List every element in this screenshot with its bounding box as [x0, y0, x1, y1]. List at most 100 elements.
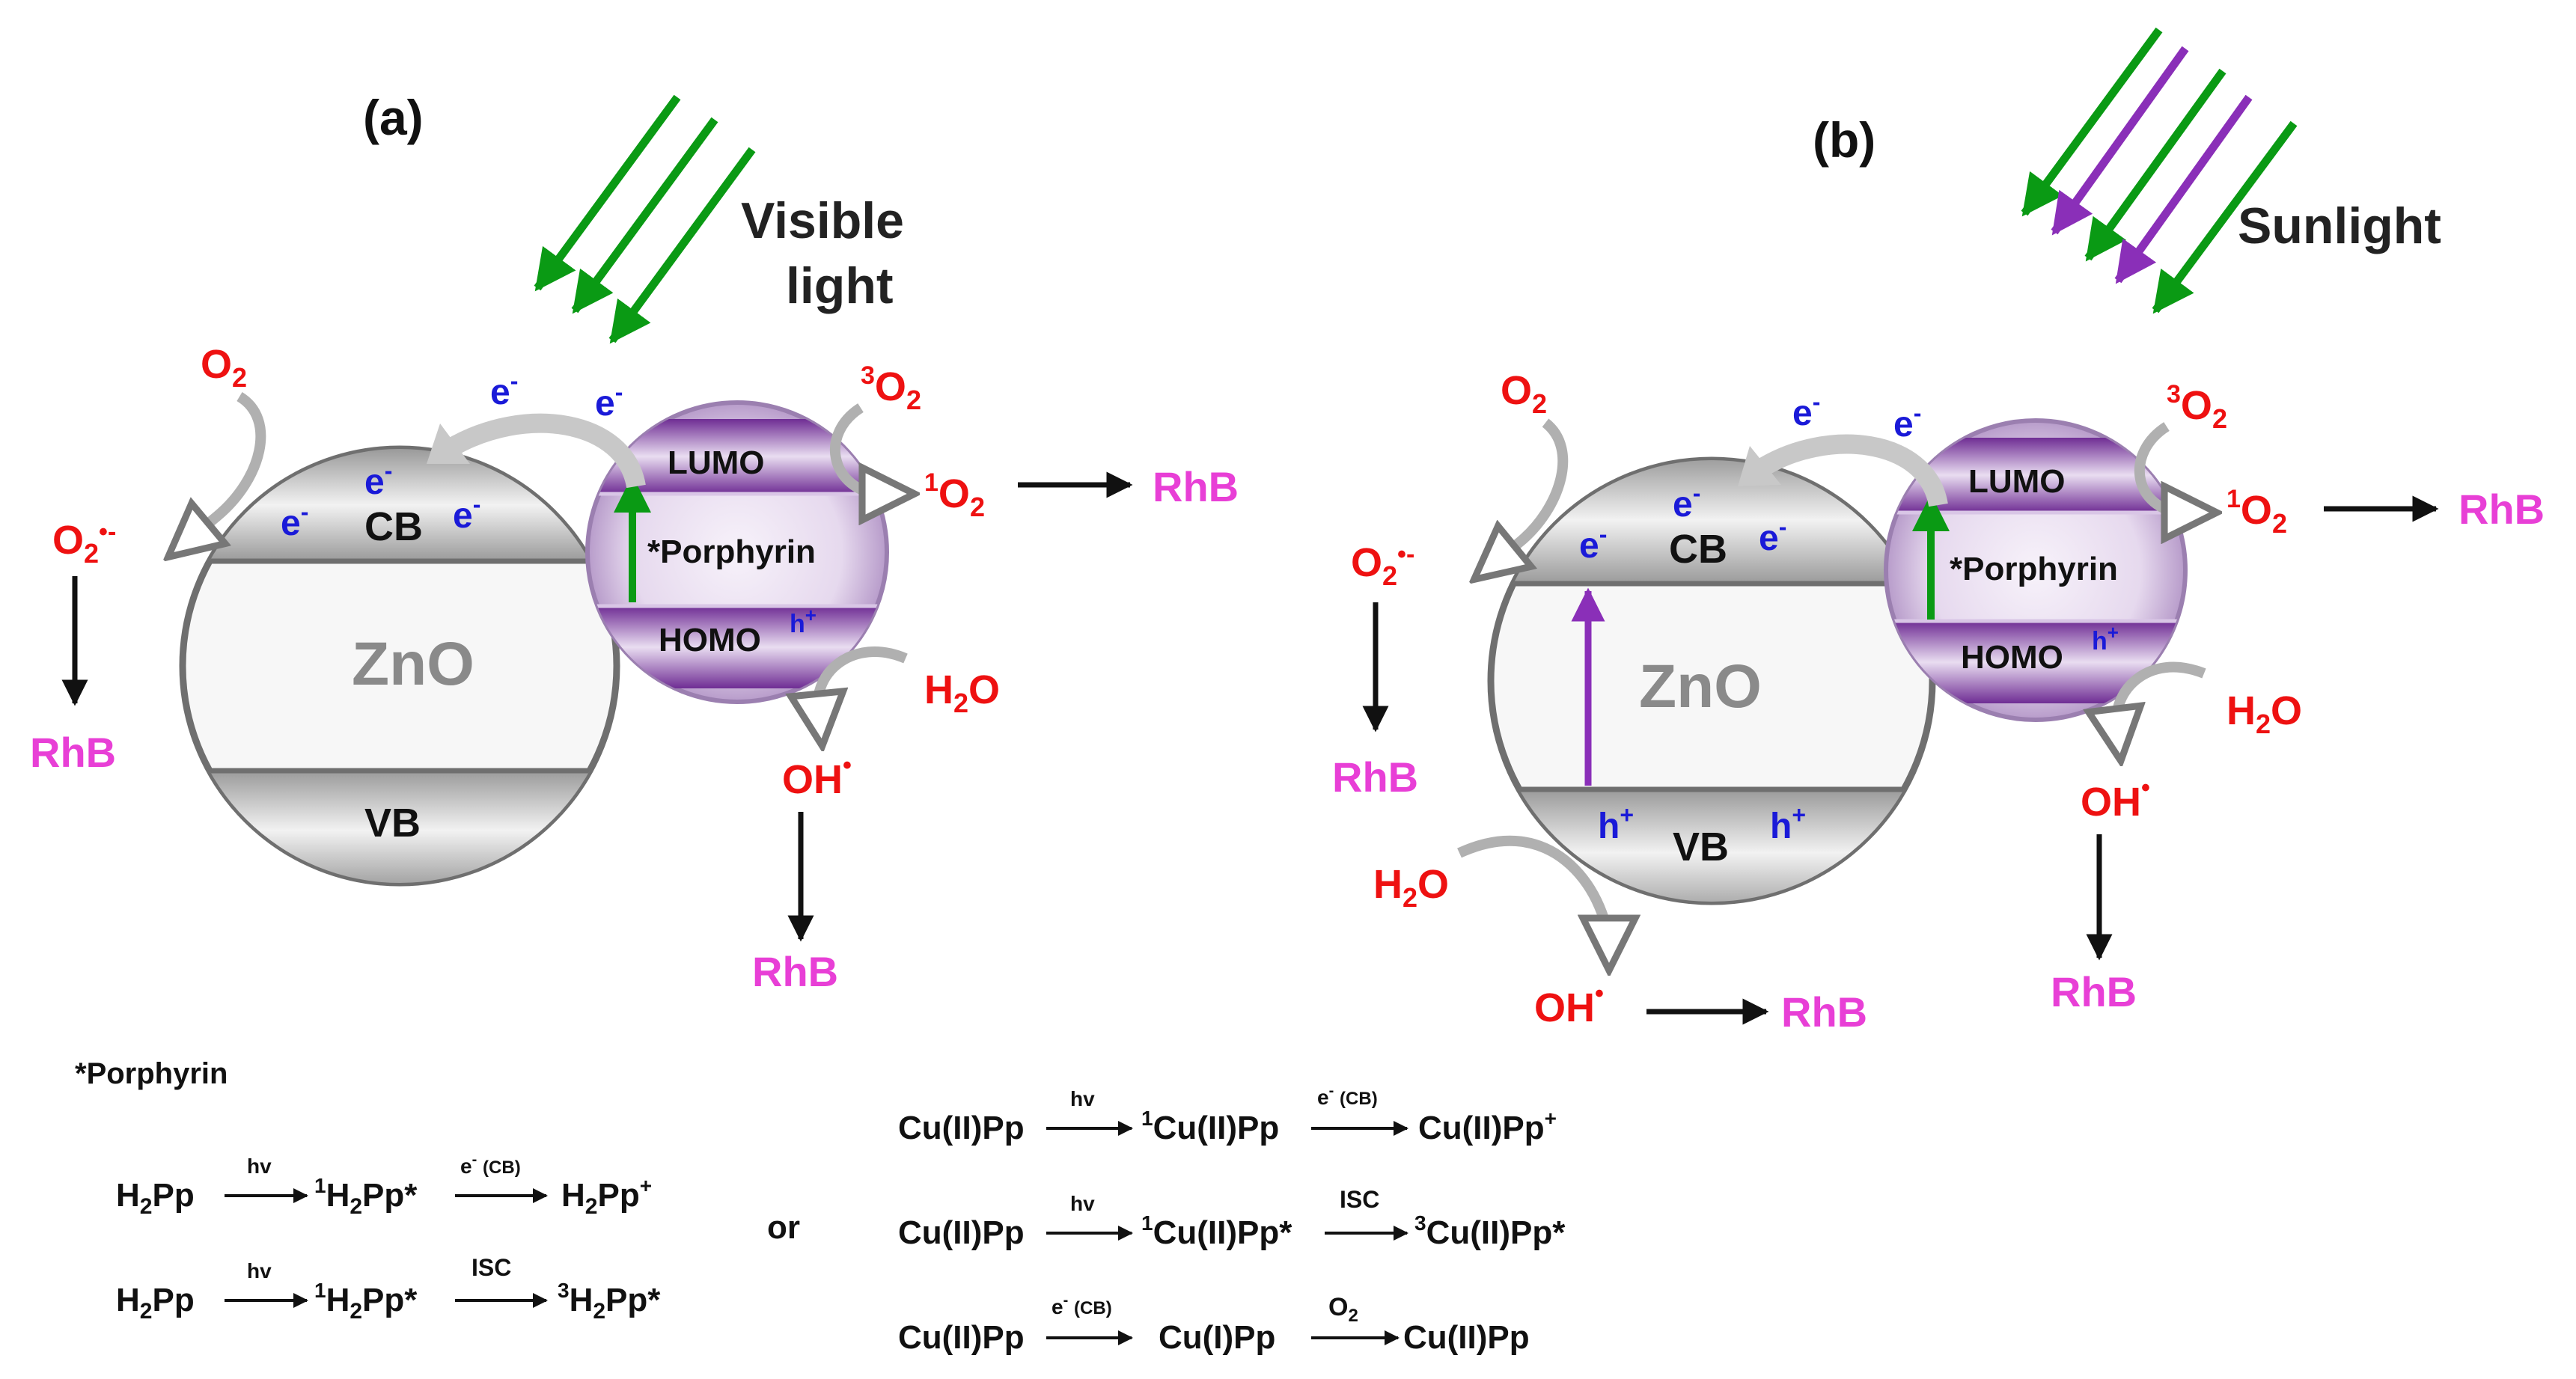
- rhb-label-b3: RhB: [2459, 486, 2545, 533]
- svg-text:hv: hv: [1070, 1087, 1095, 1110]
- panel-b-tag: (b): [1813, 112, 1875, 168]
- svg-text:1Cu(II)Pp*: 1Cu(II)Pp*: [1141, 1211, 1292, 1251]
- svg-text:Cu(II)Pp: Cu(II)Pp: [898, 1214, 1025, 1251]
- svg-text:H2Pp: H2Pp: [116, 1177, 195, 1219]
- h2pp-equation-2: H2Pp hv 1H2Pp* ISC 3H2Pp*: [116, 1254, 661, 1324]
- svg-text:e- (CB): e- (CB): [1052, 1292, 1112, 1318]
- h2o-label-b1: H2O: [1373, 862, 1449, 913]
- lumo-label-a: LUMO: [668, 444, 765, 481]
- svg-text:e-: e-: [595, 379, 623, 424]
- singlet-oxygen-label-a: 1O2: [924, 468, 985, 522]
- panel-a-tag: (a): [363, 90, 424, 145]
- superoxide-label-b: O2•-: [1351, 540, 1414, 591]
- svg-text:ISC: ISC: [1340, 1186, 1379, 1213]
- svg-text:e- (CB): e- (CB): [1317, 1083, 1378, 1109]
- svg-text:1H2Pp*: 1H2Pp*: [314, 1279, 418, 1324]
- svg-text:Cu(II)Pp+: Cu(II)Pp+: [1418, 1107, 1557, 1146]
- o2-label-a: O2: [201, 342, 247, 393]
- svg-text:H2Pp: H2Pp: [116, 1282, 195, 1324]
- svg-text:3Cu(II)Pp*: 3Cu(II)Pp*: [1414, 1211, 1566, 1251]
- lumo-label-b: LUMO: [1968, 463, 2066, 500]
- hydroxyl-label-b2: OH•: [2081, 774, 2150, 825]
- h2pp-equation-1: H2Pp hv 1H2Pp* e- (CB) H2Pp+: [116, 1152, 652, 1219]
- or-label: or: [767, 1209, 800, 1246]
- equations-heading: *Porphyrin: [75, 1057, 228, 1090]
- rhb-label-b1: RhB: [1332, 753, 1418, 801]
- singlet-oxygen-arrow-a: [830, 403, 909, 494]
- vb-holes-b: h+ h+: [1598, 801, 1806, 846]
- svg-text:hv: hv: [247, 1259, 272, 1282]
- cb-electrons-b: e- e- e-: [1579, 480, 1786, 566]
- triplet-oxygen-label-a: 3O2: [861, 361, 921, 415]
- svg-text:Cu(II)Pp: Cu(II)Pp: [1403, 1319, 1530, 1356]
- visible-light-label-1: Visible: [741, 192, 904, 249]
- homo-hole-b: h+: [2092, 621, 2119, 655]
- svg-text:e-: e-: [1792, 388, 1820, 433]
- svg-text:hv: hv: [247, 1155, 272, 1178]
- rhb-label-a1: RhB: [30, 729, 116, 776]
- rhb-label-a2: RhB: [1153, 463, 1239, 510]
- h2o-oxidation-arrow-b1: [1457, 835, 1609, 965]
- singlet-oxygen-arrow-b: [2134, 422, 2212, 513]
- cupp-equation-1: Cu(II)Pp hv 1Cu(II)Pp e- (CB) Cu(II)Pp+: [898, 1083, 1557, 1146]
- porphyrin-label-a: *Porphyrin: [647, 533, 816, 570]
- triplet-oxygen-label-b: 3O2: [2167, 380, 2227, 434]
- hydroxyl-label-b1: OH•: [1534, 979, 1604, 1030]
- svg-text:e-: e-: [364, 457, 392, 502]
- svg-text:e-: e-: [1579, 521, 1607, 566]
- svg-text:e-: e-: [1673, 480, 1700, 525]
- homo-label-a: HOMO: [659, 622, 761, 658]
- electron-transfer-head-a: [427, 424, 470, 464]
- svg-text:O2: O2: [1328, 1293, 1358, 1326]
- zno-label-a: ZnO: [352, 630, 474, 698]
- visible-light-arrows: [534, 94, 756, 344]
- sunlight-label: Sunlight: [2238, 198, 2441, 254]
- svg-text:3H2Pp*: 3H2Pp*: [558, 1279, 661, 1324]
- svg-text:Cu(II)Pp: Cu(II)Pp: [898, 1319, 1025, 1356]
- electron-transfer-head-b: [1738, 446, 1781, 486]
- zno-label-b: ZnO: [1639, 652, 1762, 721]
- h2o-oxidation-arrow-a: [818, 646, 908, 741]
- visible-light-label-2: light: [786, 257, 894, 314]
- svg-text:h+: h+: [1598, 801, 1634, 846]
- hydroxyl-label-a: OH•: [782, 751, 852, 802]
- svg-text:e-: e-: [490, 367, 518, 412]
- rhb-label-b4: RhB: [2051, 968, 2137, 1015]
- cupp-equation-3: Cu(II)Pp e- (CB) Cu(I)Pp O2 Cu(II)Pp: [898, 1292, 1530, 1356]
- o2-reduction-arrow-b: [1478, 418, 1569, 576]
- h2o-label-a: H2O: [924, 667, 1000, 718]
- svg-text:e-: e-: [1759, 513, 1786, 558]
- zno-particle-a: ZnO CB VB e- e- e-: [179, 445, 620, 887]
- h2o-oxidation-arrow-b2: [2116, 661, 2206, 756]
- cb-label-a: CB: [364, 504, 423, 549]
- cupp-equation-2: Cu(II)Pp hv 1Cu(II)Pp* ISC 3Cu(II)Pp*: [898, 1186, 1566, 1251]
- sunlight-arrows: [2021, 27, 2298, 314]
- vb-label-b: VB: [1673, 825, 1729, 869]
- svg-text:Cu(II)Pp: Cu(II)Pp: [898, 1110, 1025, 1146]
- porphyrin-label-b: *Porphyrin: [1950, 551, 2118, 587]
- homo-hole-a: h+: [790, 604, 817, 638]
- svg-text:e-: e-: [281, 498, 308, 543]
- svg-text:h+: h+: [1770, 801, 1806, 846]
- transfer-electrons-b: e- e-: [1792, 388, 1921, 444]
- cb-label-b: CB: [1669, 527, 1727, 572]
- svg-text:ISC: ISC: [471, 1254, 511, 1281]
- rhb-label-b2: RhB: [1781, 988, 1867, 1036]
- svg-text:hv: hv: [1070, 1192, 1095, 1215]
- o2-reduction-arrow-a: [172, 392, 266, 554]
- singlet-oxygen-label-b: 1O2: [2226, 485, 2287, 539]
- panel-a: (a) Visible light ZnO CB VB e- e- e-: [30, 90, 1239, 995]
- svg-text:1Cu(II)Pp: 1Cu(II)Pp: [1141, 1107, 1279, 1146]
- cb-electrons-a: e- e- e-: [281, 457, 480, 543]
- electron-transfer-arrow-b: [1753, 434, 1948, 507]
- panel-b: (b) Sunlight ZnO CB VB e- e- e-: [1332, 27, 2545, 1036]
- svg-text:Cu(I)Pp: Cu(I)Pp: [1159, 1319, 1275, 1356]
- svg-text:e-: e-: [1893, 400, 1921, 444]
- rhb-label-a3: RhB: [752, 948, 838, 995]
- svg-text:1H2Pp*: 1H2Pp*: [314, 1174, 418, 1219]
- vb-label-a: VB: [364, 801, 421, 846]
- zno-particle-b: ZnO CB VB e- e- e- h+ h+: [1487, 456, 1936, 905]
- superoxide-label-a: O2•-: [52, 518, 116, 569]
- homo-label-b: HOMO: [1961, 639, 2063, 676]
